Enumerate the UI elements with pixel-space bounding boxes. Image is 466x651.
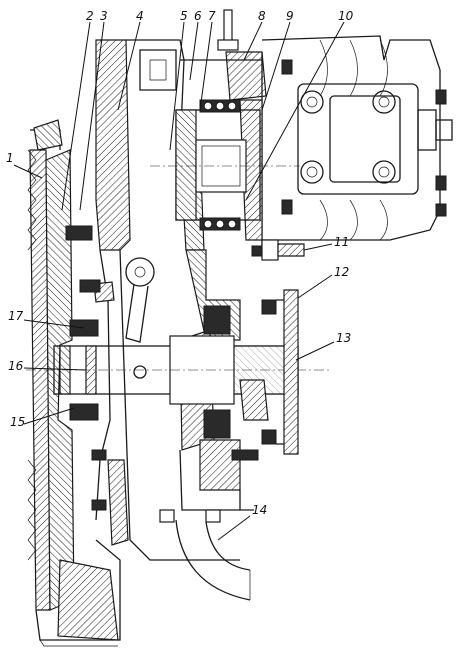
- callout-6: 6: [194, 9, 202, 23]
- top-stud: [217, 9, 239, 51]
- callout-15: 15: [10, 415, 25, 429]
- callout-3: 3: [100, 9, 108, 23]
- callout-17: 17: [8, 309, 24, 323]
- callout-12: 12: [334, 265, 349, 279]
- callout-9: 9: [286, 9, 294, 23]
- callouts: 1 2 3 4 5 6 7 8 9 10 11 12 13 14 15 16 1: [6, 9, 354, 541]
- callout-10: 10: [338, 9, 354, 23]
- callout-7: 7: [208, 9, 216, 23]
- pump-assembly: [261, 35, 453, 241]
- shaft-bearings: [69, 305, 269, 439]
- flywheel-housing: [29, 119, 121, 647]
- fitting: [251, 239, 305, 261]
- callout-14: 14: [252, 503, 267, 517]
- callout-4: 4: [136, 9, 144, 23]
- spline-plate: [27, 149, 37, 561]
- flange: [261, 289, 299, 455]
- callout-13: 13: [336, 331, 351, 345]
- callout-11: 11: [334, 235, 349, 249]
- callout-2: 2: [86, 9, 94, 23]
- callout-8: 8: [258, 9, 266, 23]
- outlet-pipe: [175, 519, 251, 601]
- clutch-housing: [95, 39, 240, 561]
- callout-1: 1: [6, 151, 14, 165]
- callout-16: 16: [8, 359, 24, 373]
- bearing-gear-block: [150, 99, 300, 231]
- output-shaft: [26, 335, 330, 405]
- lower-bolts: [65, 225, 259, 523]
- callout-5: 5: [180, 9, 188, 23]
